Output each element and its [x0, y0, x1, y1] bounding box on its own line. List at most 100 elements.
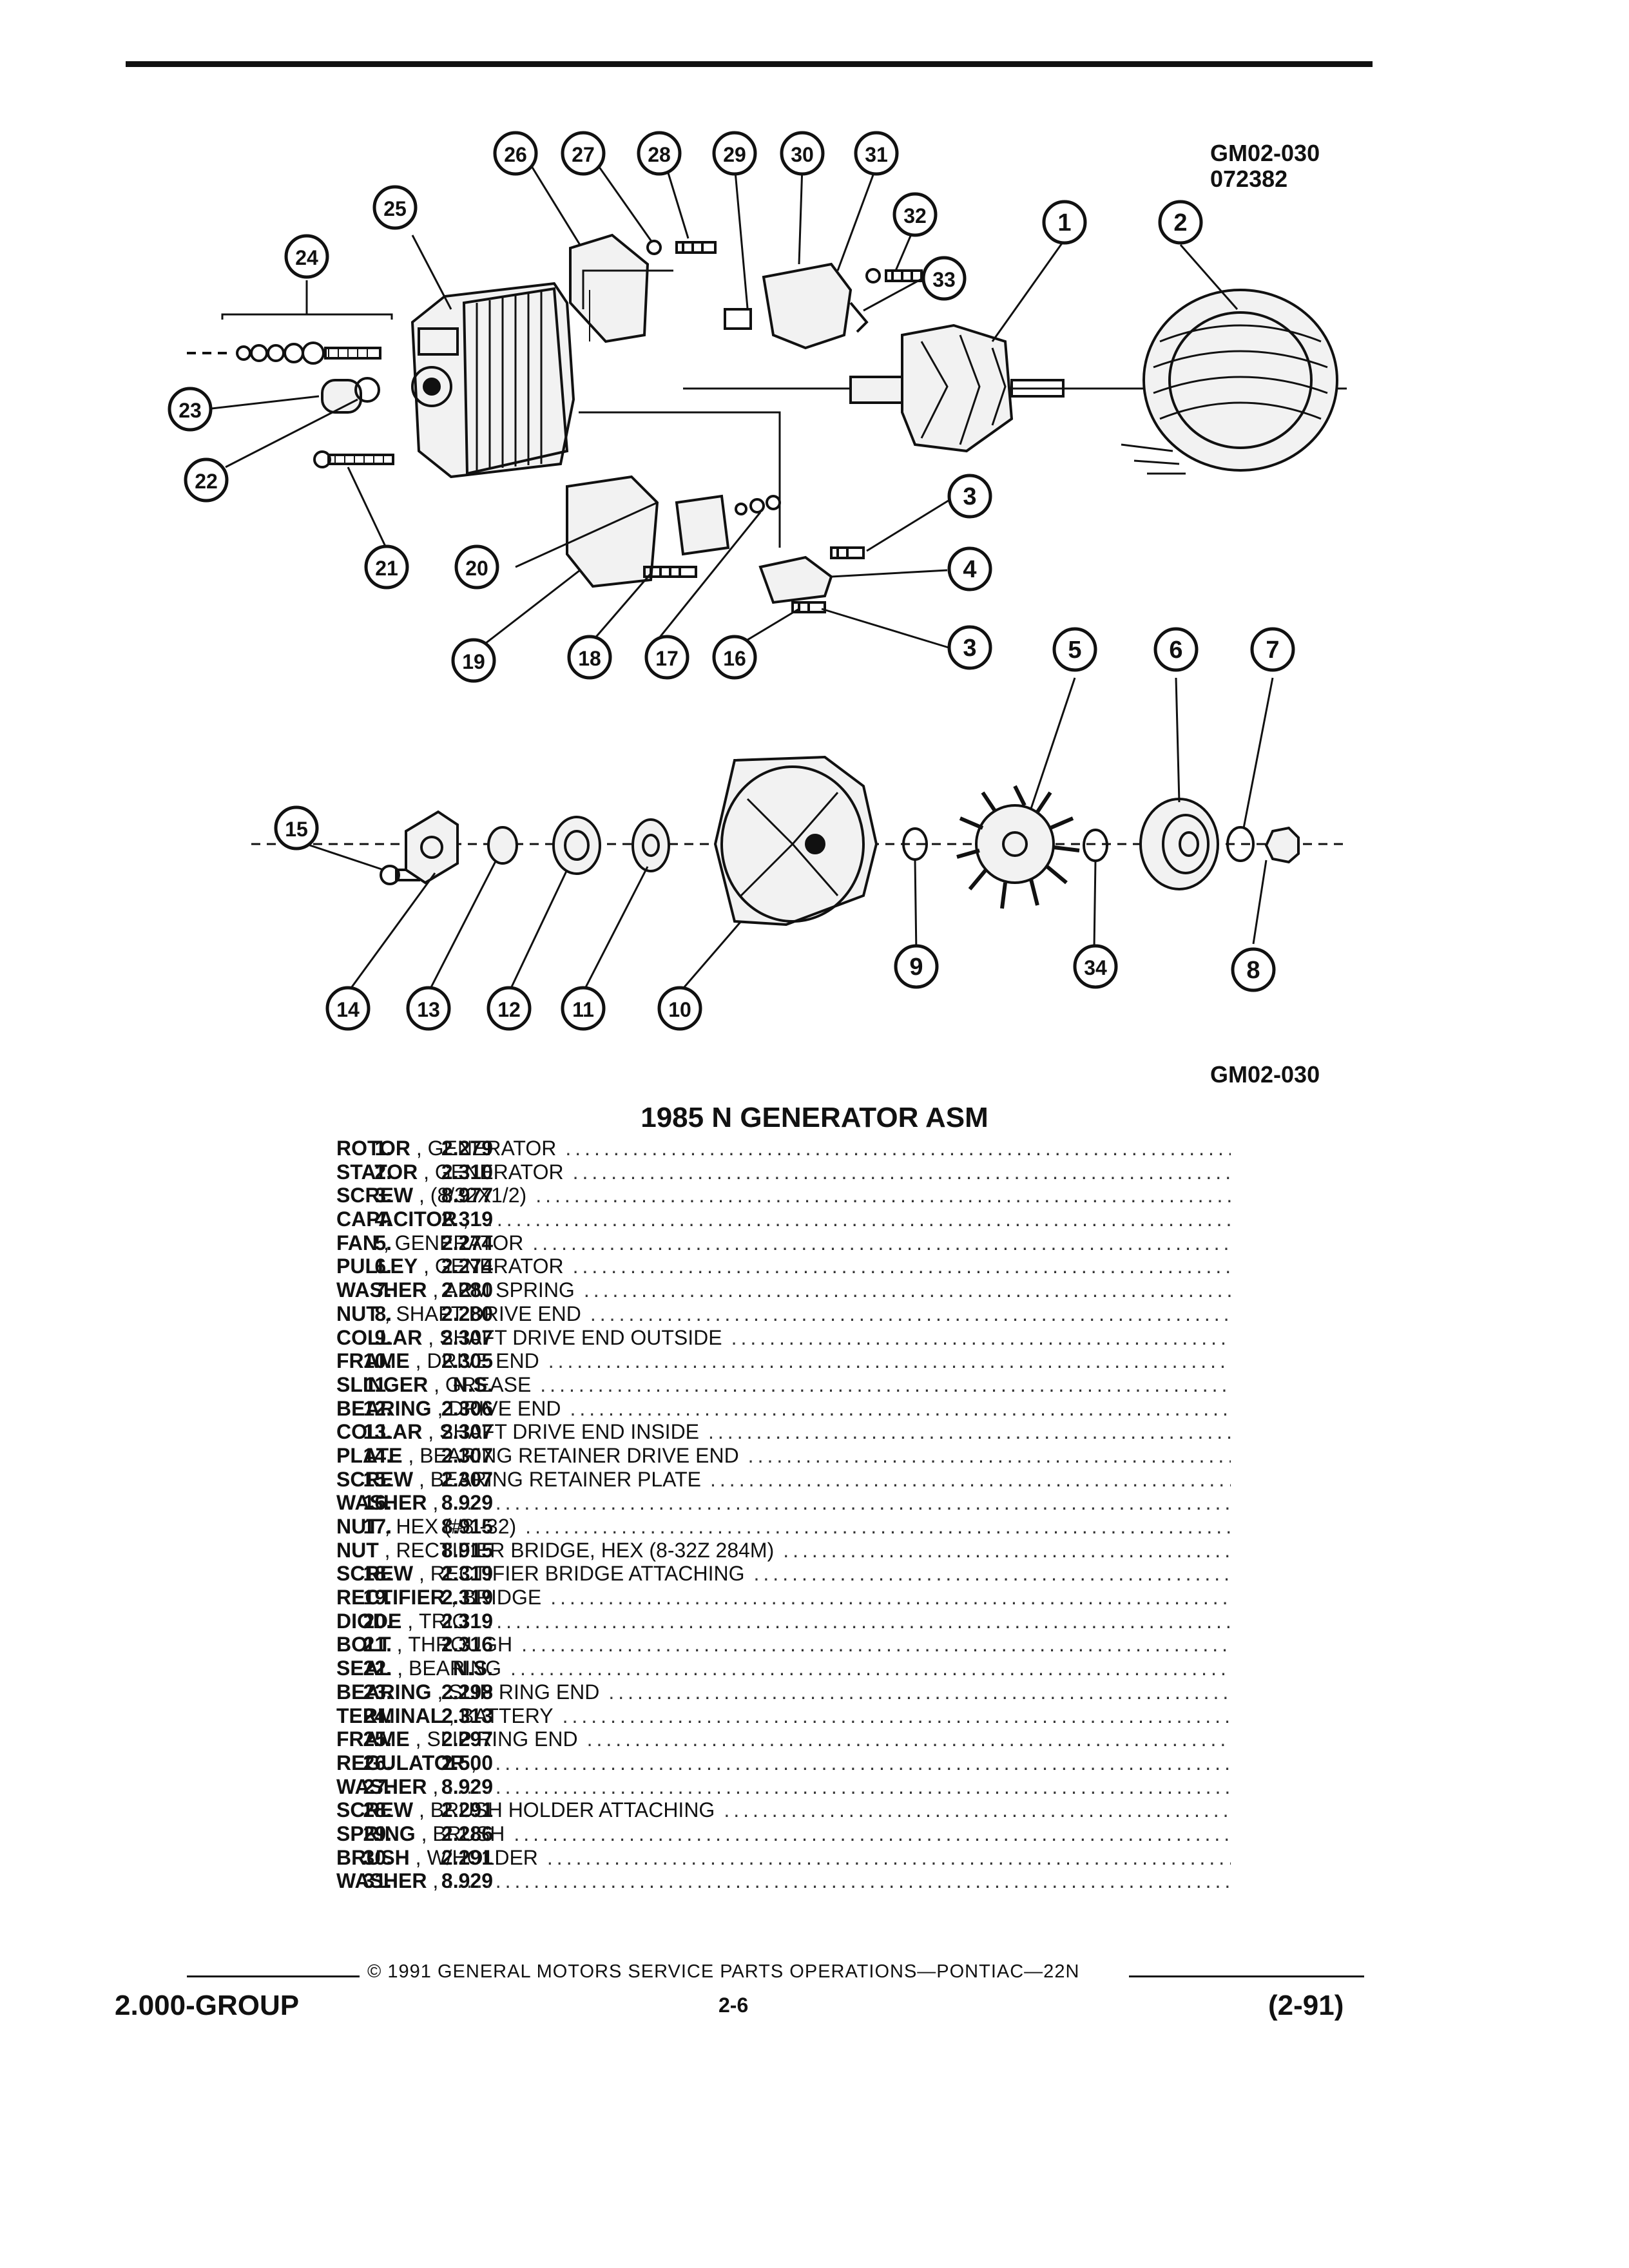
callout-label: 34	[1084, 956, 1107, 979]
part-detail: SLIP RING END	[427, 1727, 578, 1751]
callout-circle	[1073, 944, 1118, 989]
part-name: WASHER	[336, 1278, 427, 1302]
callout-label: 16	[723, 647, 746, 670]
part-number: 9.	[374, 1325, 392, 1349]
callout-circle	[406, 986, 451, 1031]
part-number: 24.	[363, 1704, 392, 1727]
callout-26: 26	[493, 131, 538, 176]
group-number: 2.274	[441, 1254, 493, 1278]
callout-23: 23	[168, 387, 213, 432]
group-number: 2.298	[441, 1680, 493, 1704]
part-description: DIODE , TRIO	[336, 1610, 1231, 1633]
part-name: COLLAR	[336, 1420, 423, 1444]
callout-label: 9	[909, 954, 923, 981]
part-number: 30.	[363, 1845, 392, 1869]
part-detail: DRIVE END	[427, 1349, 539, 1373]
group-number: 2.291	[441, 1845, 493, 1869]
callout-label: 25	[383, 197, 407, 220]
description-separator: ,	[427, 1774, 439, 1798]
description-separator: ,	[378, 1538, 396, 1562]
group-number: 2.310	[441, 1160, 493, 1184]
brush-spring-illustration	[724, 308, 752, 330]
callout-circle	[780, 131, 825, 176]
group-number: 2.286	[441, 1821, 493, 1845]
part-illustrations	[187, 159, 1347, 993]
callout-label: 21	[375, 557, 398, 580]
group-number: 2.307	[441, 1325, 493, 1349]
part-name: SCREW	[336, 1562, 414, 1586]
callout-circle	[364, 544, 409, 590]
dot-leader	[731, 1326, 1231, 1350]
diagram-code-bottom: GM02-030	[1210, 1061, 1320, 1088]
description-separator: ,	[418, 1254, 435, 1278]
callout-3: 3	[947, 474, 992, 519]
group-number: 2.319	[441, 1586, 493, 1610]
rectifier-screw-illustration	[643, 566, 697, 578]
part-name: BEARING	[336, 1680, 432, 1704]
description-separator: ,	[378, 1231, 395, 1254]
part-description: PULLEY , GENERATOR	[336, 1254, 1231, 1278]
dot-leader	[521, 1633, 1231, 1657]
description-separator: ,	[378, 1515, 396, 1538]
callout-circle	[1153, 627, 1199, 672]
description-separator: ,	[409, 1845, 427, 1869]
part-number: 14.	[363, 1443, 392, 1467]
dot-leader	[548, 1349, 1231, 1373]
part-name: FAN	[336, 1231, 378, 1254]
callout-circle	[487, 986, 532, 1031]
dot-leader	[532, 1231, 1231, 1255]
part-name: WASHER	[336, 1774, 427, 1798]
figure-code: GM02-030	[1210, 140, 1320, 166]
callout-label: 32	[903, 204, 927, 227]
callout-label: 26	[504, 143, 527, 166]
part-description: ROTOR , GENERATOR	[336, 1137, 1231, 1160]
stator-illustration	[1121, 289, 1338, 475]
callout-34: 34	[1073, 944, 1118, 989]
part-number: 5.	[374, 1231, 392, 1254]
group-number: 2.500	[441, 1751, 493, 1774]
description-separator: ,	[445, 1586, 463, 1610]
part-number: 27.	[363, 1774, 392, 1798]
callout-label: 5	[1068, 637, 1081, 664]
page-number: 2-6	[718, 1994, 749, 2017]
group-number: 2.274	[441, 1231, 493, 1254]
slip-ring-end-frame-illustration	[410, 282, 575, 479]
part-detail: GENERATOR	[427, 1137, 557, 1160]
part-name: SLINGER	[336, 1372, 429, 1396]
callout-label: 12	[497, 998, 521, 1021]
part-detail: GENERATOR	[394, 1231, 524, 1254]
part-description: BEARING , SLIP RING END	[336, 1680, 1231, 1704]
part-name: COLLAR	[336, 1325, 423, 1349]
callout-circle	[372, 185, 418, 230]
callout-label: 14	[336, 998, 360, 1021]
group-number: 8.977	[441, 1184, 493, 1207]
callout-circle	[325, 986, 371, 1031]
callout-label: 24	[295, 246, 318, 269]
part-description: WASHER , ARM SPRING	[336, 1278, 1231, 1302]
part-number: 2.	[374, 1160, 392, 1184]
description-separator: ,	[401, 1609, 419, 1633]
brush-holder-illustration	[762, 262, 853, 350]
washer-34-illustration	[1083, 829, 1108, 862]
dot-leader	[447, 1775, 1231, 1799]
callout-label: 29	[723, 143, 746, 166]
callout-1: 1	[1042, 200, 1087, 245]
part-name: FRAME	[336, 1727, 410, 1751]
group-number: 2.297	[441, 1727, 493, 1751]
part-number: 11.	[364, 1372, 392, 1396]
callout-28: 28	[637, 131, 682, 176]
callout-label: 22	[195, 470, 218, 493]
part-description: NUT , RECTIFIER BRIDGE, HEX (8-32Z 284M)	[336, 1539, 1231, 1562]
rectifier-bridge-illustration	[566, 475, 659, 588]
